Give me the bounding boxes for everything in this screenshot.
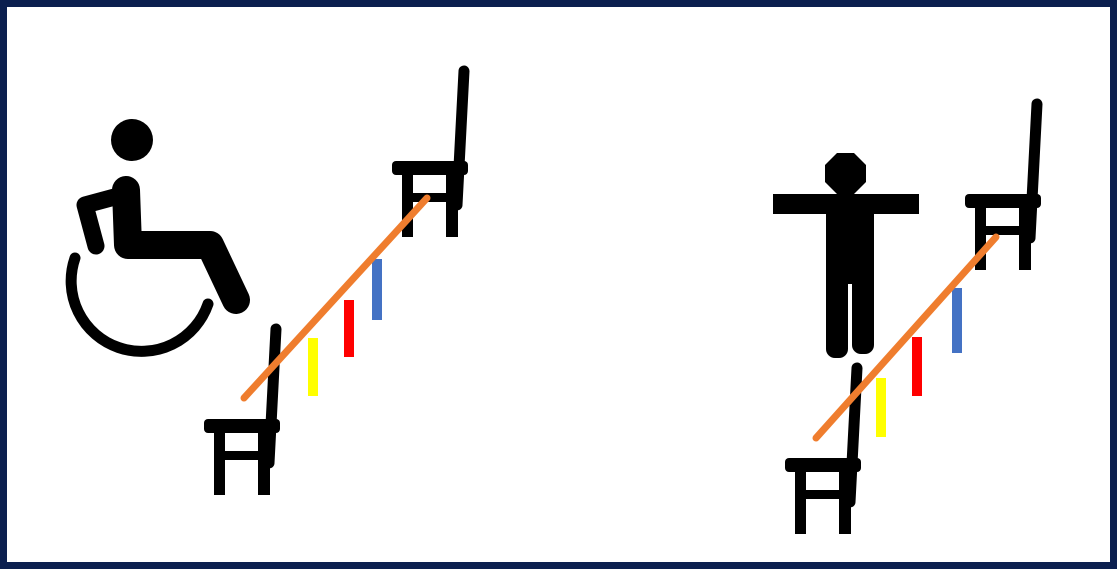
- chair-icon: [785, 368, 861, 534]
- rope: [244, 198, 427, 398]
- scene-left: [71, 71, 468, 495]
- chair-icon: [204, 329, 280, 495]
- chair-icon: [965, 104, 1041, 270]
- scene-right: [773, 104, 1041, 534]
- wheelchair-user-icon: [71, 119, 236, 351]
- standing-person-icon: [773, 153, 919, 358]
- chair-icon: [392, 71, 468, 237]
